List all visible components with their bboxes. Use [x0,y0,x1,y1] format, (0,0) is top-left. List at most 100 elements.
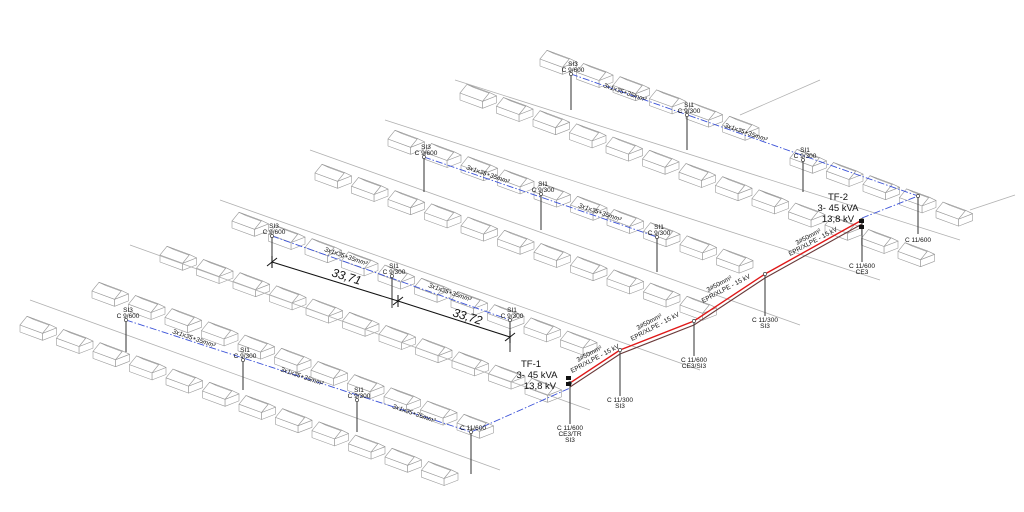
tf2-marker [859,219,864,229]
house-gable [328,307,343,317]
house-gable [519,177,535,188]
pole-head [539,192,543,196]
house-gable [664,158,680,168]
hv-pole-label: SI3 [615,403,625,410]
house [275,408,313,434]
street-line [29,299,501,471]
house [524,377,562,403]
house [560,330,598,356]
house [347,374,385,400]
pole-type-label: C 9/600 [562,67,585,74]
house-gable [510,373,526,383]
house [488,364,526,390]
house [497,169,535,195]
house [268,225,306,250]
house-gable [334,429,349,440]
pole-head [422,155,426,159]
house [201,321,239,347]
house [420,400,458,426]
dimension-tick [392,296,404,306]
house-gable [885,183,900,193]
street-line [129,244,591,411]
house [606,269,644,295]
hv-line-group [569,219,863,388]
house-gable [473,299,488,309]
transformer-symbol [566,376,571,380]
house-gable [442,409,458,419]
house-gable [509,312,525,323]
lv-line-row4 [570,73,919,197]
pole-head [801,158,805,162]
house-gable [546,325,561,336]
house [164,308,202,334]
house-gable [744,124,760,134]
house [274,347,312,373]
hv-pole-label: SI3 [565,437,575,444]
house-gable [182,254,197,264]
tf1-marker [566,376,571,386]
house [387,130,425,155]
pole-head [618,348,622,352]
house-gable [958,210,973,220]
house [576,63,614,88]
house [643,282,681,308]
house-gable [665,230,681,240]
dimension-line-1 [271,261,399,302]
house [678,163,716,188]
pole-type-label: C 9/600 [415,150,438,157]
pole-head [124,318,128,322]
pole-head [569,72,573,76]
house-gable [410,138,425,148]
house [451,351,489,377]
house [387,190,425,215]
house [460,216,498,242]
house-gable [436,286,452,296]
house-gable [737,184,753,194]
pole-type-label: C 9/300 [234,353,257,360]
house-gable [812,157,827,167]
house-gable [665,291,681,301]
house [649,89,687,115]
house [305,298,343,324]
house [862,175,900,200]
house-gable [337,172,352,182]
house-gable [115,350,130,361]
house-gable [297,416,313,427]
house-gable [883,237,899,247]
house-gable [254,220,269,230]
house-gable [708,111,723,121]
house [19,315,57,341]
house-gable [437,346,453,357]
dimension-tick [504,332,516,342]
house [497,230,535,255]
house [310,361,348,386]
house-gable [628,145,643,155]
hv-pole-label: CE3 [856,269,869,276]
house-gable [483,225,498,235]
pole-type-label: C 9/300 [501,313,524,320]
house [722,116,760,141]
house-gable [401,333,416,343]
house [685,102,723,128]
pole-type-label: C 9/300 [383,269,406,276]
pole-head [685,113,689,117]
street-line [454,79,961,241]
house-gable [592,204,608,214]
pole-structure-label: SI1 [800,147,810,154]
house [165,368,203,394]
house [606,209,644,234]
pole-structure-label: SI1 [538,181,548,188]
house [314,164,352,189]
house [824,216,862,241]
house-gable [333,369,348,379]
house-gable [400,273,415,283]
tf-rating: 3- 45 kVA [516,370,558,381]
